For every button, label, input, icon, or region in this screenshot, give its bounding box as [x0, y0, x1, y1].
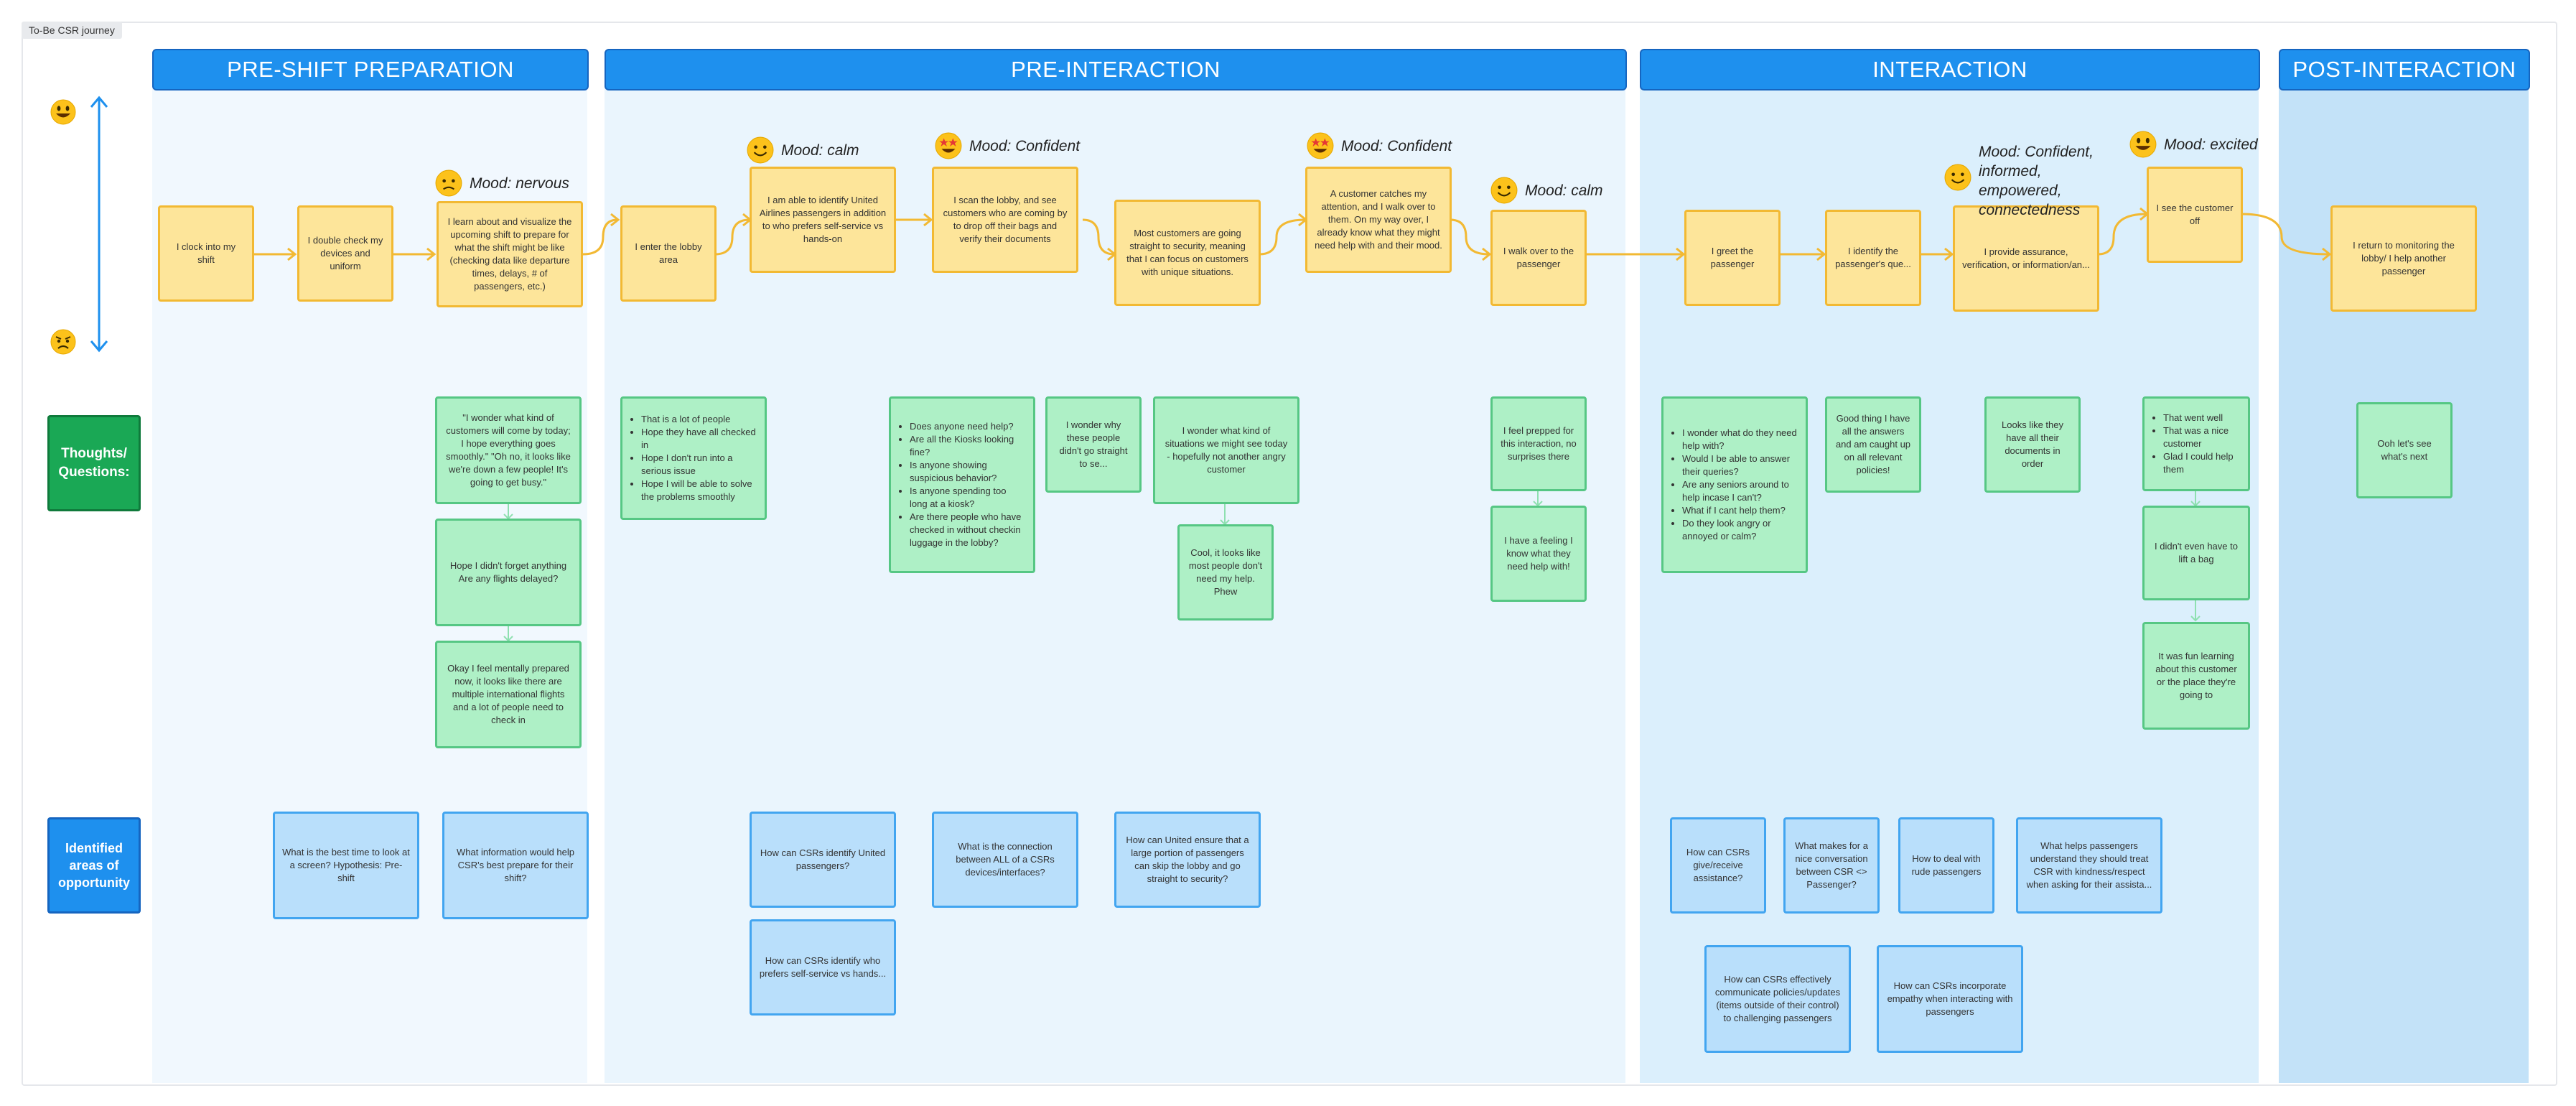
opportunity-card[interactable]: How can CSRs identify who prefers self-s… [750, 919, 896, 1016]
step-card[interactable]: I greet the passenger [1684, 210, 1781, 306]
step-card[interactable]: I see the customer off [2147, 167, 2243, 263]
thought-card[interactable]: Hope I didn't forget anything Are any fl… [435, 519, 582, 626]
opportunity-card[interactable]: How can CSRs incorporate empathy when in… [1877, 945, 2023, 1053]
step-card[interactable]: I scan the lobby, and see customers who … [932, 167, 1078, 273]
thought-card[interactable]: I wonder what do they need help with?Wou… [1661, 396, 1808, 573]
mood-label: Mood: Confident [1341, 137, 1452, 154]
mood-label: Mood: Confident, informed, empowered, co… [1979, 144, 2094, 218]
step-card[interactable]: I return to monitoring the lobby/ I help… [2330, 205, 2477, 312]
thought-card[interactable]: I wonder what kind of situations we migh… [1153, 396, 1299, 504]
thoughts-row-label: Thoughts/ Questions: [47, 415, 141, 511]
thought-card[interactable]: Good thing I have all the answers and am… [1825, 396, 1921, 493]
opportunity-card[interactable]: How can CSRs effectively communicate pol… [1704, 945, 1851, 1053]
board-label: To-Be CSR journey [22, 22, 122, 39]
step-card[interactable]: I enter the lobby area [620, 205, 717, 302]
star-struck-face-icon [1307, 132, 1334, 159]
angry-face-icon [50, 329, 76, 355]
thought-card[interactable]: "I wonder what kind of customers will co… [435, 396, 582, 504]
grinning-face-icon [2129, 131, 2157, 158]
step-card[interactable]: A customer catches my attention, and I w… [1305, 167, 1452, 273]
phase-header-interaction: INTERACTION [1640, 49, 2260, 90]
mood-indicator: Mood: calm [1490, 177, 1603, 204]
step-card[interactable]: I clock into my shift [158, 205, 254, 302]
thought-list: I wonder what do they need help with?Wou… [1671, 427, 1798, 543]
worried-face-icon [435, 169, 462, 197]
mood-label: Mood: nervous [470, 175, 569, 192]
mood-indicator: Mood: Confident [1307, 132, 1452, 159]
mood-label: Mood: calm [1525, 182, 1603, 199]
opportunity-card[interactable]: How to deal with rude passengers [1898, 817, 1994, 914]
step-card[interactable]: I walk over to the passenger [1490, 210, 1587, 306]
mood-label: Mood: calm [781, 141, 859, 159]
opportunity-row-label: Identified areas of opportunity [47, 817, 141, 914]
thought-card[interactable]: Cool, it looks like most people don't ne… [1177, 524, 1274, 621]
opportunity-card[interactable]: What makes for a nice conversation betwe… [1783, 817, 1880, 914]
happy-face-icon [50, 99, 76, 125]
thought-card[interactable]: Okay I feel mentally prepared now, it lo… [435, 641, 582, 748]
opportunity-card[interactable]: How can United ensure that a large porti… [1114, 812, 1261, 908]
thought-card[interactable]: That went wellThat was a nice customer G… [2142, 396, 2250, 491]
star-struck-face-icon [935, 132, 962, 159]
thought-card[interactable]: Does anyone need help?Are all the Kiosks… [889, 396, 1035, 573]
smiling-face-icon [747, 136, 774, 164]
phase-header-pre-shift: PRE-SHIFT PREPARATION [152, 49, 589, 90]
phase-header-pre-interaction: PRE-INTERACTION [605, 49, 1627, 90]
smiling-face-icon [1944, 164, 1971, 191]
phase-header-post-interaction: POST-INTERACTION [2279, 49, 2530, 90]
thought-card[interactable]: Looks like they have all their documents… [1984, 396, 2081, 493]
mood-indicator: Mood: calm [747, 136, 859, 164]
mood-indicator: Mood: excited [2129, 131, 2258, 158]
mood-label: Mood: excited [2164, 136, 2258, 153]
thought-card[interactable]: Ooh let's see what's next [2356, 402, 2453, 498]
step-card[interactable]: I provide assurance, verification, or in… [1953, 205, 2099, 312]
opportunity-card[interactable]: How can CSRs identify United passengers? [750, 812, 896, 908]
thought-list: That is a lot of peopleHope they have al… [630, 413, 757, 503]
step-card[interactable]: Most customers are going straight to sec… [1114, 200, 1261, 306]
thought-list: Does anyone need help?Are all the Kiosks… [898, 420, 1026, 549]
thought-card[interactable]: I have a feeling I know what they need h… [1490, 506, 1587, 602]
thought-card[interactable]: I feel prepped for this interaction, no … [1490, 396, 1587, 491]
mood-indicator: Mood: Confident, informed, empowered, co… [1944, 142, 2122, 220]
opportunity-card[interactable]: What information would help CSR's best p… [442, 812, 589, 919]
mood-indicator: Mood: Confident [935, 132, 1080, 159]
opportunity-card[interactable]: What is the best time to look at a scree… [273, 812, 419, 919]
step-card[interactable]: I learn about and visualize the upcoming… [437, 201, 583, 307]
mood-indicator: Mood: nervous [435, 169, 569, 197]
opportunity-card[interactable]: How can CSRs give/receive assistance? [1670, 817, 1766, 914]
opportunity-card[interactable]: What helps passengers understand they sh… [2016, 817, 2162, 914]
opportunity-card[interactable]: What is the connection between ALL of a … [932, 812, 1078, 908]
thought-card[interactable]: I wonder why these people didn't go stra… [1045, 396, 1142, 493]
thought-card[interactable]: I didn't even have to lift a bag [2142, 506, 2250, 600]
thought-list: That went wellThat was a nice customer G… [2152, 412, 2241, 476]
thought-card[interactable]: That is a lot of peopleHope they have al… [620, 396, 767, 520]
thought-card[interactable]: It was fun learning about this customer … [2142, 622, 2250, 730]
mood-label: Mood: Confident [969, 137, 1081, 154]
step-card[interactable]: I double check my devices and uniform [297, 205, 393, 302]
step-card[interactable]: I am able to identify United Airlines pa… [750, 167, 896, 273]
smiling-face-icon [1490, 177, 1518, 204]
step-card[interactable]: I identify the passenger's que... [1825, 210, 1921, 306]
